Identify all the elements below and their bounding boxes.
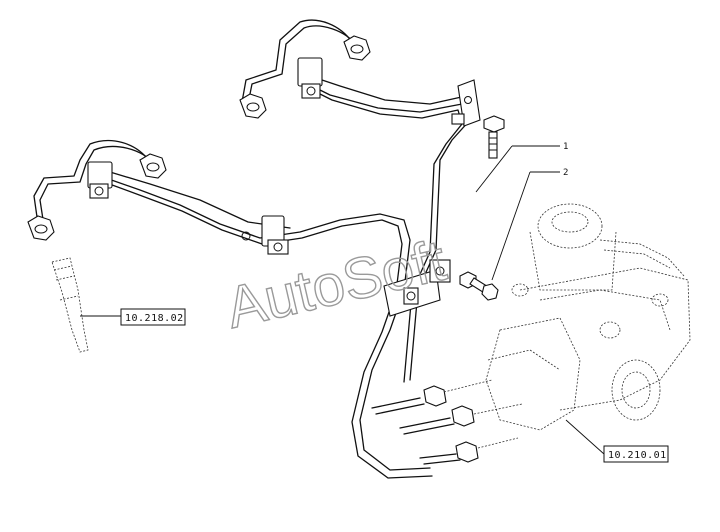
upper-bolt [483,115,505,159]
lower-clamp-assembly [383,259,451,317]
callout-2: 2 [563,168,568,178]
ref-label-pump: 10.210.01 [608,450,667,461]
left-nuts [27,153,167,241]
ref-box-pump: 10.210.01 [603,445,669,463]
callout-1: 1 [563,142,568,152]
injector [51,257,122,353]
upper-nuts [239,35,371,119]
watermark-text: AutoSoft [220,228,451,341]
left-clamp [87,161,113,199]
ref-label-injector: 10.218.02 [125,313,184,324]
upper-bracket [451,79,481,127]
upper-clamp [297,57,323,99]
lower-bolt [459,271,499,301]
pump-pipe-ends [371,379,523,465]
callout-leaders [475,145,560,281]
injection-pump [485,203,691,455]
ref-box-injector: 10.218.02 [120,308,186,326]
middle-clamp [241,215,289,255]
